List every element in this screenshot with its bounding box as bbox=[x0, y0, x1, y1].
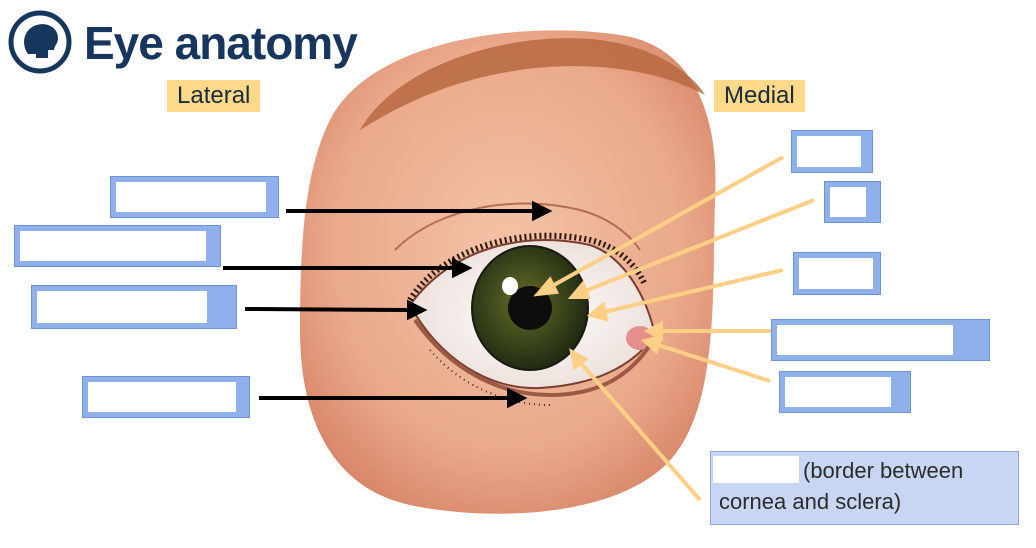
pointer-lower-lid-head bbox=[507, 387, 528, 409]
lid-crease bbox=[394, 202, 641, 251]
answer-box-eyebrow[interactable] bbox=[110, 176, 279, 218]
pointer-lateral-commissure bbox=[244, 307, 411, 312]
limbus-note-line1: (border between bbox=[803, 458, 964, 483]
pointer-medial-commissure-head bbox=[640, 334, 663, 355]
pointer-caruncle-head bbox=[643, 320, 663, 342]
pointer-iris-head bbox=[567, 280, 591, 299]
lower-eyelid bbox=[413, 318, 652, 398]
answer-box-sclera[interactable] bbox=[793, 252, 881, 295]
eyebrow bbox=[360, 38, 705, 130]
pointer-lateral-commissure-head bbox=[407, 299, 428, 321]
limbus-note-line2: cornea and sclera) bbox=[719, 489, 902, 514]
answer-box-lateral-commissure[interactable] bbox=[31, 285, 237, 329]
page-title: Eye anatomy bbox=[84, 17, 358, 69]
answer-blank-limbus[interactable] bbox=[713, 456, 799, 483]
pointer-pupil bbox=[544, 155, 784, 292]
pupil bbox=[508, 286, 552, 330]
pointer-eyebrow-head bbox=[532, 200, 553, 222]
pointer-iris bbox=[579, 198, 815, 295]
answer-box-iris[interactable] bbox=[824, 181, 881, 223]
answer-box-medial-commissure[interactable] bbox=[779, 371, 911, 413]
pointer-sclera-head bbox=[586, 301, 609, 322]
pointer-limbus-head bbox=[569, 348, 589, 371]
answer-box-caruncle[interactable] bbox=[771, 319, 990, 361]
pointer-limbus bbox=[576, 358, 702, 502]
lateral-label: Lateral bbox=[167, 80, 261, 112]
lower-eyelashes bbox=[429, 349, 551, 406]
pointer-sclera bbox=[599, 268, 784, 315]
limbus-note-box: (border between cornea and sclera) bbox=[710, 451, 1019, 525]
light-reflection bbox=[502, 277, 518, 295]
pointer-medial-commissure bbox=[654, 342, 771, 383]
brain-head-icon bbox=[8, 10, 72, 74]
pointer-upper-lid-head bbox=[452, 257, 473, 279]
answer-box-lower-eyelid[interactable] bbox=[82, 376, 250, 418]
answer-box-pupil[interactable] bbox=[791, 130, 873, 173]
medial-label: Medial bbox=[714, 80, 805, 112]
answer-box-upper-eyelid[interactable] bbox=[14, 225, 221, 267]
pointer-pupil-head bbox=[533, 276, 560, 297]
